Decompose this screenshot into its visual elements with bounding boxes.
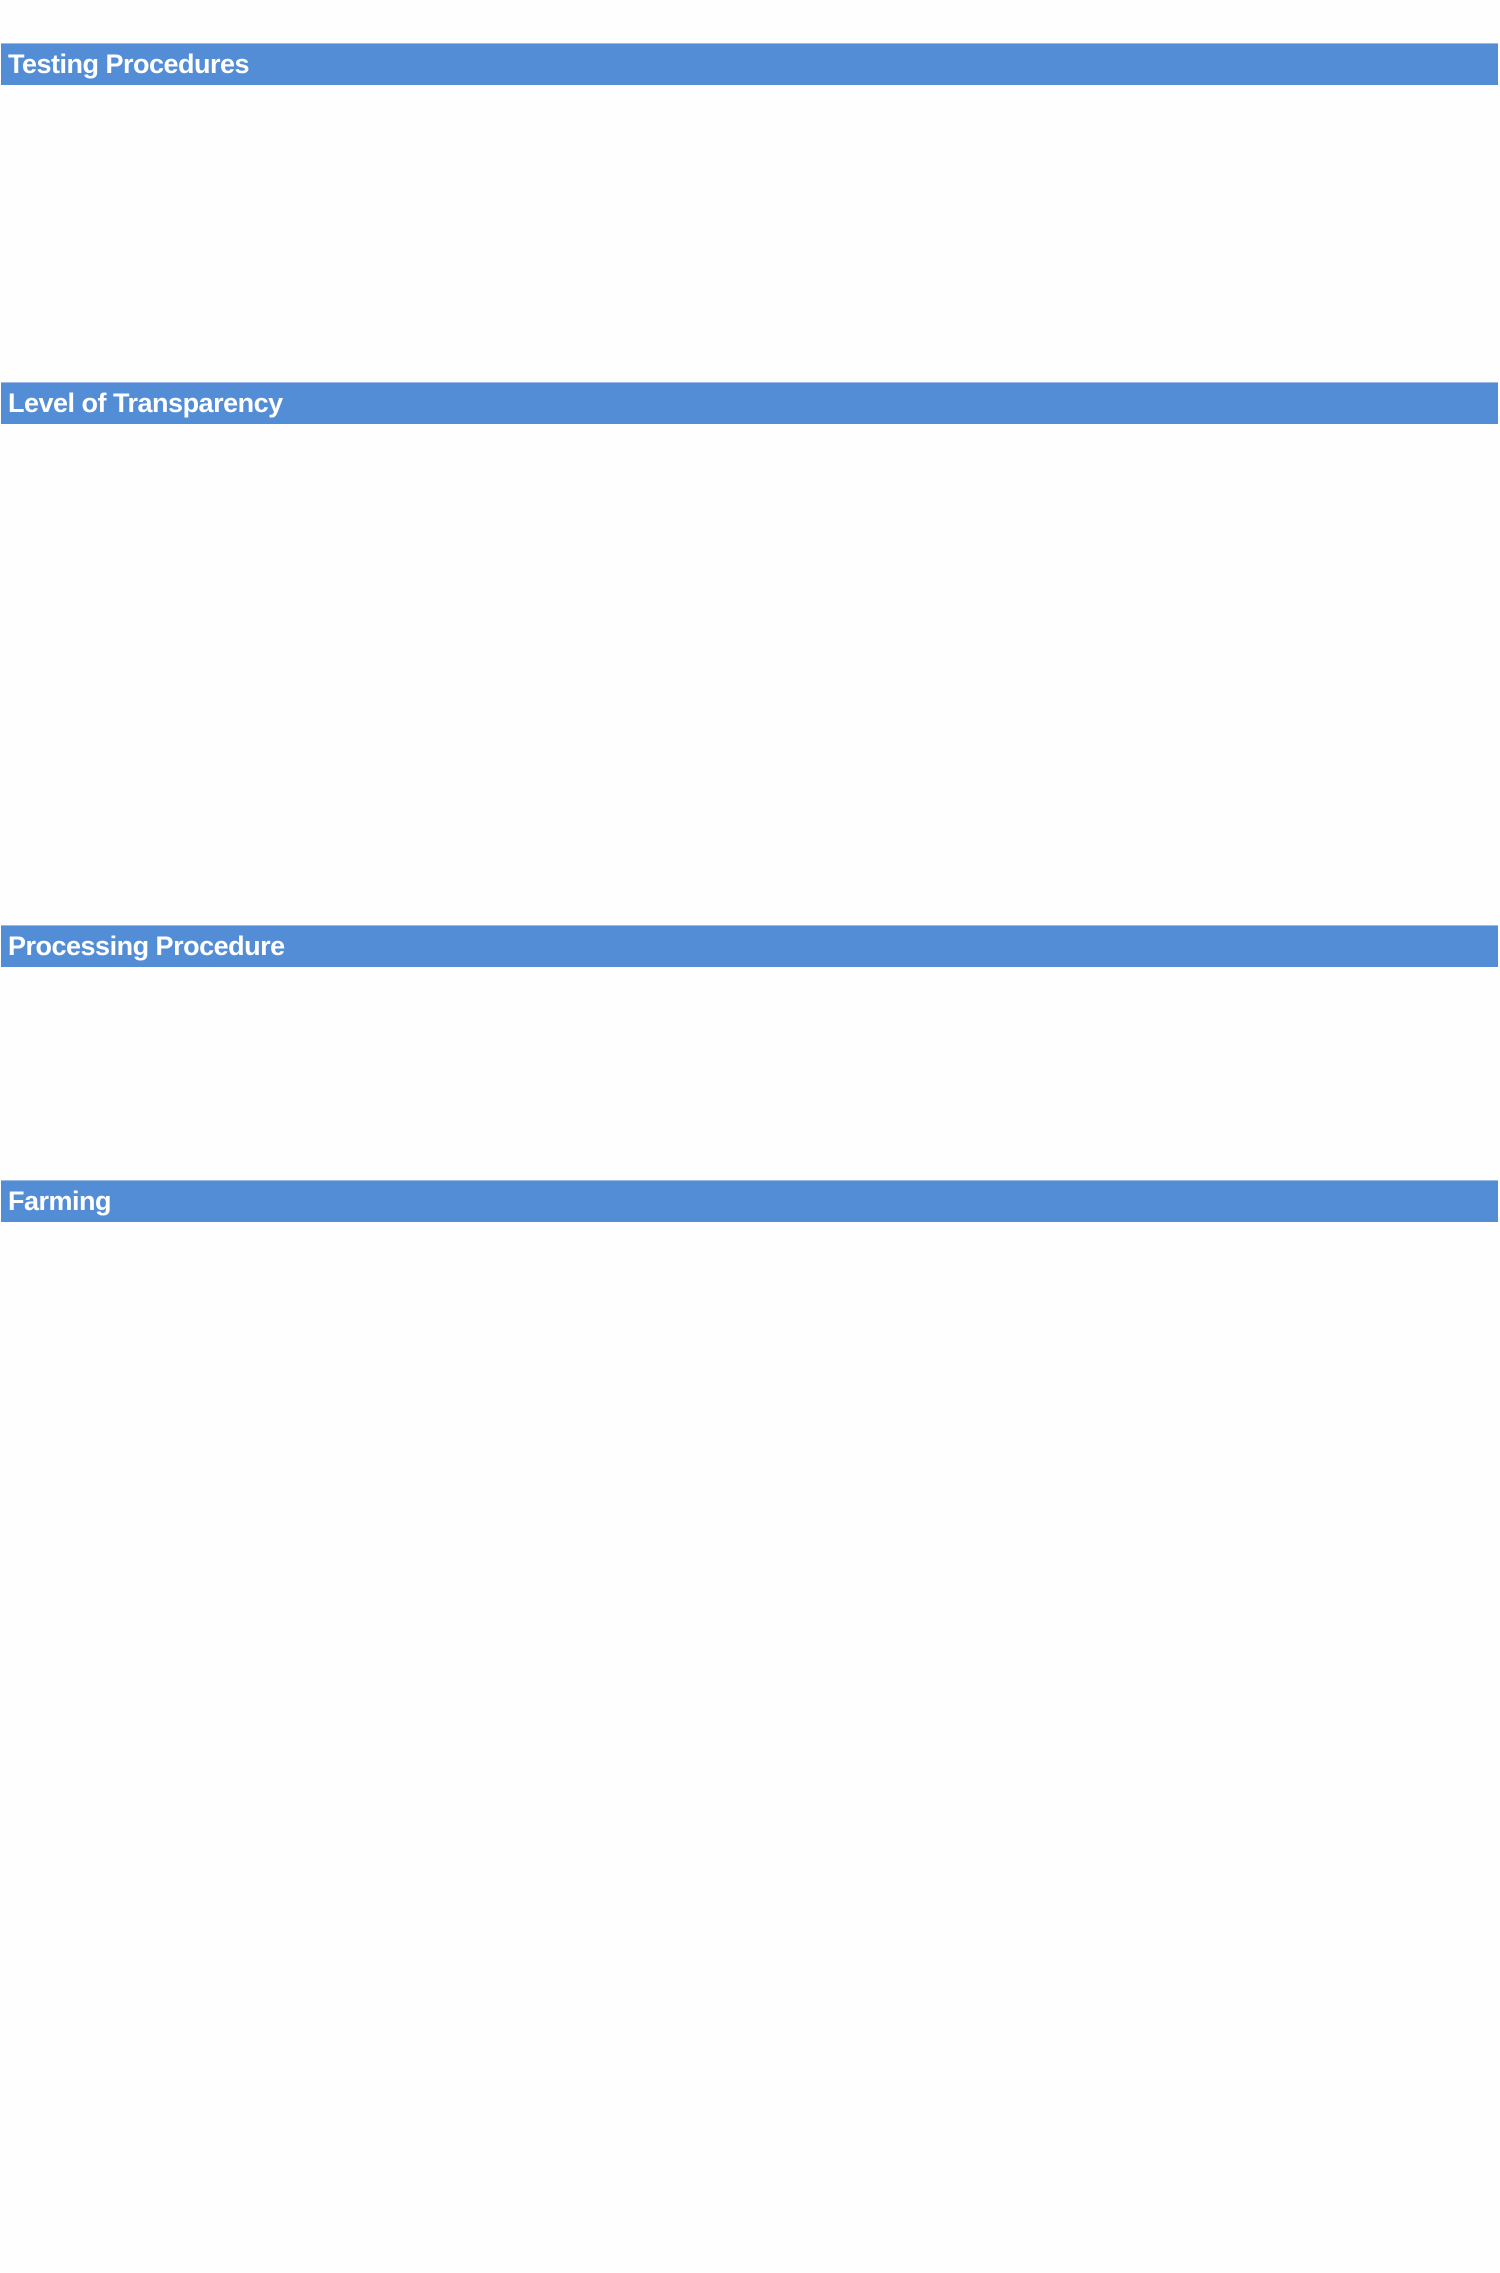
section-header-testing-procedures: Testing Procedures bbox=[1, 43, 1498, 85]
section-title: Farming bbox=[8, 1186, 112, 1216]
section-header-farming: Farming bbox=[1, 1180, 1498, 1222]
section-title: Level of Transparency bbox=[8, 388, 283, 418]
section-title: Processing Procedure bbox=[8, 931, 285, 961]
section-header-processing-procedure: Processing Procedure bbox=[1, 925, 1498, 967]
section-header-level-of-transparency: Level of Transparency bbox=[1, 382, 1498, 424]
section-title: Testing Procedures bbox=[8, 49, 250, 79]
